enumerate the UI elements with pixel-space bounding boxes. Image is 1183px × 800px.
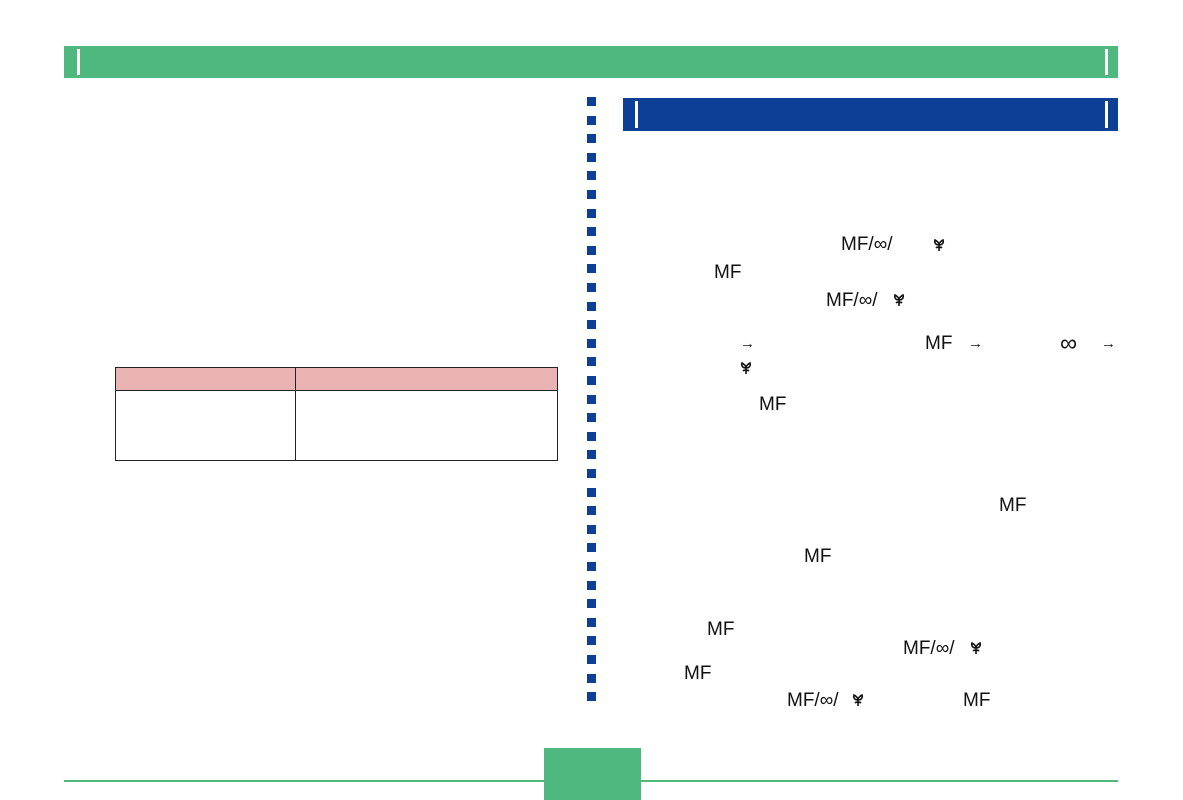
infinity-label: ∞ — [1060, 330, 1078, 357]
header-bar-notch-right — [1105, 49, 1108, 75]
divider-dot — [587, 618, 596, 627]
mf-label: MF — [925, 333, 953, 354]
divider-dot — [587, 339, 596, 348]
divider-dot — [587, 227, 596, 236]
divider-dot — [587, 562, 596, 571]
section-header-bar — [623, 98, 1118, 131]
column-divider — [587, 97, 596, 719]
divider-dot — [587, 171, 596, 180]
settings-table — [115, 367, 558, 461]
chapter-header-bar — [64, 46, 1118, 78]
divider-dot — [587, 320, 596, 329]
divider-dot — [587, 543, 596, 552]
arrow-icon: → — [1101, 335, 1116, 352]
table-row — [115, 390, 558, 461]
divider-dot — [587, 488, 596, 497]
divider-dot — [587, 97, 596, 106]
arrow-icon: → — [740, 335, 755, 352]
divider-dot — [587, 153, 596, 162]
arrow-icon: → — [968, 335, 983, 352]
divider-dot — [587, 450, 596, 459]
mf-label: MF — [999, 495, 1027, 516]
divider-dot — [587, 395, 596, 404]
mf-infinity-label: MF/∞/ — [787, 690, 839, 711]
divider-dot — [587, 246, 596, 255]
divider-dot — [587, 655, 596, 664]
section-bar-notch-left — [635, 101, 638, 128]
mf-label: MF — [684, 663, 712, 684]
table-cell-1 — [115, 390, 296, 461]
mf-label: MF — [714, 262, 742, 283]
divider-dot — [587, 674, 596, 683]
macro-flower-icon — [893, 293, 905, 306]
footer-rule-left — [64, 780, 544, 782]
mf-label: MF — [707, 619, 735, 640]
divider-dot — [587, 525, 596, 534]
mf-label: MF — [804, 546, 832, 567]
macro-flower-icon — [740, 361, 752, 374]
divider-dot — [587, 432, 596, 441]
macro-flower-icon — [970, 641, 982, 654]
table-header-cell-2 — [295, 367, 558, 391]
mf-label: MF — [759, 394, 787, 415]
divider-dot — [587, 413, 596, 422]
macro-flower-icon — [933, 238, 945, 251]
divider-dot — [587, 581, 596, 590]
divider-dot — [587, 302, 596, 311]
divider-dot — [587, 469, 596, 478]
divider-dot — [587, 376, 596, 385]
divider-dot — [587, 264, 596, 273]
divider-dot — [587, 283, 596, 292]
mf-infinity-label: MF/∞/ — [826, 290, 878, 311]
footer-rule-right — [641, 780, 1118, 782]
divider-dot — [587, 134, 596, 143]
table-cell-2 — [295, 390, 558, 461]
divider-dot — [587, 209, 596, 218]
divider-dot — [587, 636, 596, 645]
mf-infinity-label: MF/∞/ — [841, 234, 893, 255]
divider-dot — [587, 692, 596, 701]
mf-label: MF — [963, 690, 991, 711]
page-number-tab — [544, 748, 641, 800]
table-header-cell-1 — [115, 367, 296, 391]
header-bar-notch-left — [77, 49, 80, 75]
table-header-row — [115, 367, 558, 391]
divider-dot — [587, 506, 596, 515]
mf-infinity-label: MF/∞/ — [903, 638, 955, 659]
divider-dot — [587, 599, 596, 608]
divider-dot — [587, 190, 596, 199]
macro-flower-icon — [852, 693, 864, 706]
section-bar-notch-right — [1105, 101, 1108, 128]
divider-dot — [587, 116, 596, 125]
divider-dot — [587, 357, 596, 366]
